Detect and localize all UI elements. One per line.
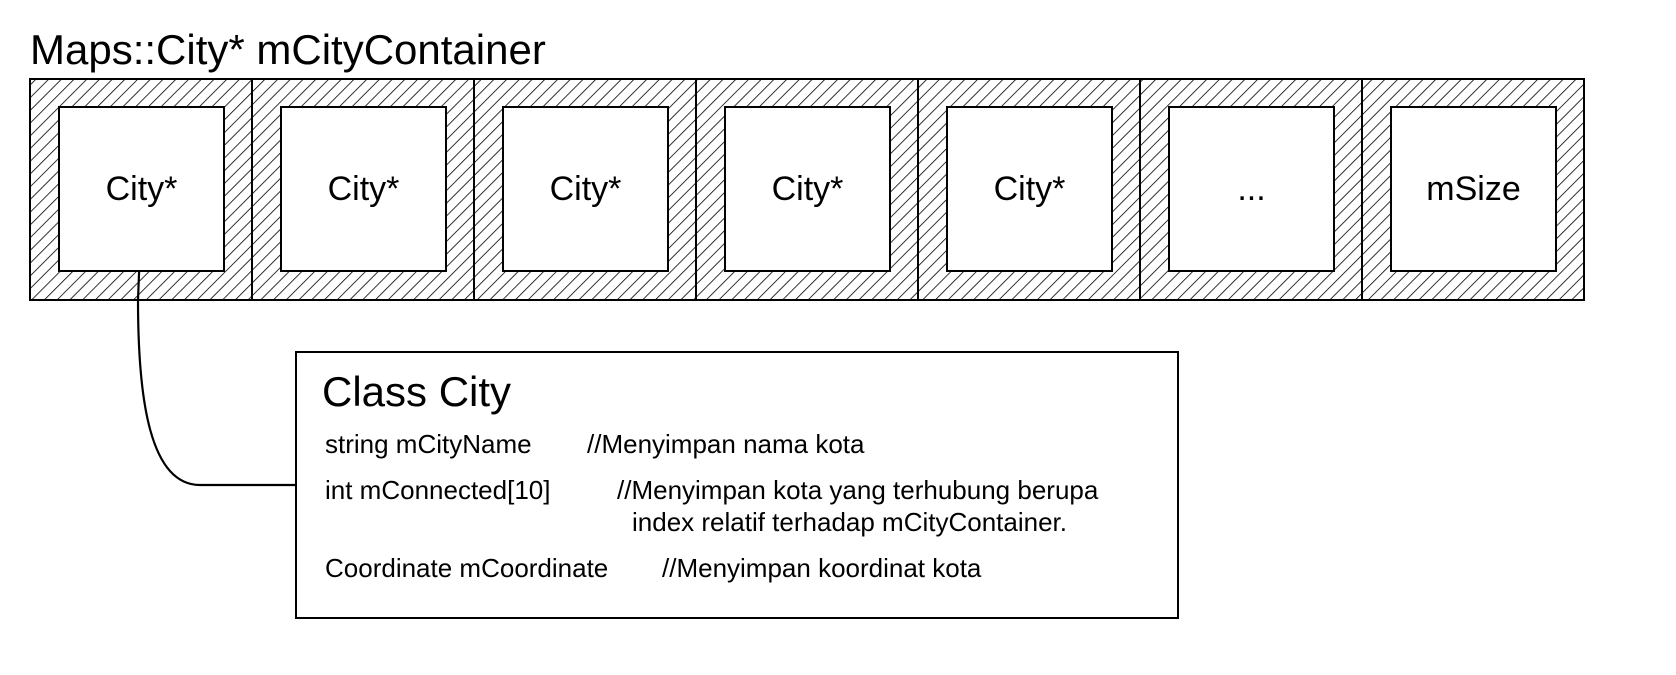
container-cell: mSize <box>1362 79 1584 300</box>
container-title: Maps::City* mCityContainer <box>30 26 546 73</box>
field-decl-name: string mCityName <box>325 429 532 459</box>
container-cell-label: mSize <box>1390 106 1557 272</box>
container-cell-label: City* <box>280 106 447 272</box>
container-cell-label: City* <box>946 106 1113 272</box>
field-decl-connected: int mConnected[10] <box>325 475 551 505</box>
container-cell: City* <box>696 79 918 300</box>
container-cell-label: City* <box>502 106 669 272</box>
container-cell: City* <box>30 79 252 300</box>
class-city-box: Class City string mCityName //Menyimpan … <box>295 351 1179 619</box>
field-comment-name: //Menyimpan nama kota <box>587 429 865 459</box>
container-cell: City* <box>918 79 1140 300</box>
container-cell: ... <box>1140 79 1362 300</box>
container-cell-label: City* <box>58 106 225 272</box>
field-comment-connected: //Menyimpan kota yang terhubung berupa <box>617 475 1099 505</box>
field-comment-connected-cont: index relatif terhadap mCityContainer. <box>632 507 1068 537</box>
container-cell: City* <box>252 79 474 300</box>
pointer-connector <box>136 247 295 487</box>
container-cell-label: ... <box>1168 106 1335 272</box>
class-title: Class City <box>322 368 512 415</box>
field-decl-coordinate: Coordinate mCoordinate <box>325 553 609 583</box>
field-comment-coordinate: //Menyimpan koordinat kota <box>662 553 982 583</box>
container-cell-label: City* <box>724 106 891 272</box>
container-cell: City* <box>474 79 696 300</box>
